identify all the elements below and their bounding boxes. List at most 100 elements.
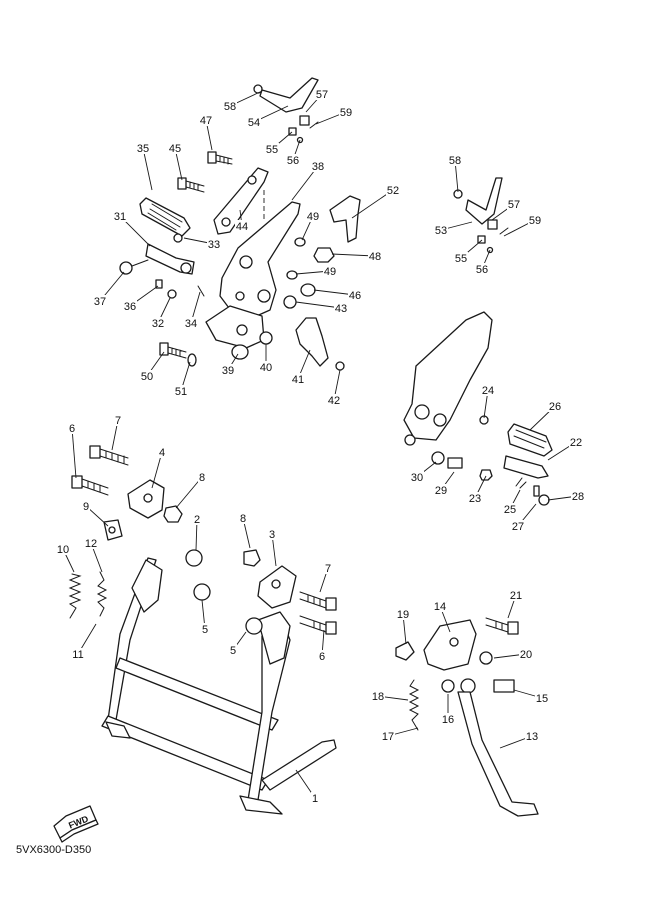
callout-bg-c55b [454, 252, 468, 264]
plate-52 [329, 195, 361, 243]
callout-bg-c16 [441, 713, 455, 725]
callout-c6b: 6 [319, 651, 325, 663]
pin-58a [253, 84, 263, 94]
main-stand-1-foot-left [105, 721, 131, 739]
callout-bg-c39 [221, 364, 235, 376]
callout-c57a: 57 [316, 89, 328, 101]
callout-c52: 52 [387, 185, 399, 197]
callout-bg-c18 [371, 690, 385, 702]
callout-c11: 11 [72, 649, 83, 661]
bracket-right-hole-c [404, 434, 416, 446]
bolt-57b [487, 219, 498, 230]
callout-bg-c51 [174, 385, 188, 397]
clip-34 [197, 285, 205, 297]
callout-bg-c59b [528, 214, 542, 226]
part-19 [395, 641, 415, 661]
bracket-main-right [403, 311, 493, 441]
bracket-right-hole-b [433, 413, 447, 427]
callout-bg-c23 [468, 492, 482, 504]
callout-c22: 22 [570, 437, 582, 449]
clip-25 [515, 477, 527, 489]
callout-bg-c33 [207, 238, 221, 250]
nut-32 [167, 289, 177, 299]
rider-footrest-assembly [119, 77, 361, 371]
callout-c55a: 55 [266, 144, 278, 156]
leader-c48 [331, 253, 376, 257]
callout-c50: 50 [141, 371, 153, 383]
spring-12 [96, 571, 108, 617]
callout-bg-c5b [229, 644, 237, 656]
nut-23 [479, 469, 493, 481]
callout-bg-c48 [368, 250, 382, 262]
callout-bg-c20 [519, 648, 533, 660]
callout-c26: 26 [549, 401, 561, 413]
callout-c29: 29 [435, 485, 447, 497]
callout-bg-c46 [348, 289, 362, 301]
callout-c54: 54 [248, 117, 260, 129]
bolt-7b-shank [299, 591, 327, 609]
callout-c42: 42 [328, 395, 340, 407]
bolt-7b [325, 597, 337, 611]
leader-c6a [71, 427, 77, 479]
callout-bg-c6b [318, 650, 326, 662]
washer-20 [479, 651, 493, 665]
bracket-38-hole-b [257, 289, 271, 303]
callout-bg-c2 [193, 513, 201, 525]
callout-c32: 32 [152, 318, 164, 330]
callout-c10: 10 [57, 544, 69, 556]
callout-bg-c59a [339, 106, 353, 118]
rubber-35-ribs [147, 203, 183, 231]
footrest-rubber-35 [139, 197, 191, 237]
callout-bg-c5a [201, 623, 209, 635]
callout-c43: 43 [335, 303, 347, 315]
callout-bg-c35 [136, 142, 150, 154]
bolt-7a [89, 445, 101, 459]
callout-bg-c11 [71, 648, 85, 660]
collar-39 [231, 344, 249, 360]
callout-bg-c26 [548, 400, 562, 412]
callout-bg-c9 [82, 500, 90, 512]
callout-bg-c1 [311, 792, 319, 804]
pedal-53 [465, 177, 503, 225]
holder-31-pivot [180, 262, 192, 274]
main-stand-1-crossbar-2 [101, 715, 269, 791]
callout-bg-c4 [158, 446, 166, 458]
callout-bg-c8b [239, 512, 247, 524]
callout-c8a: 8 [199, 472, 205, 484]
callout-c48: 48 [369, 251, 381, 263]
callout-c16: 16 [442, 714, 454, 726]
callout-c47: 47 [200, 115, 212, 127]
main-stand-1-bracket-right [257, 611, 291, 665]
side-stand-assembly [395, 617, 539, 817]
callout-bg-c49b [323, 265, 337, 277]
callout-c39: 39 [222, 365, 234, 377]
leader-c43 [295, 301, 342, 309]
bolt-29 [447, 457, 463, 469]
plate-44-hole-b [221, 217, 231, 227]
bolt-21-shank [485, 617, 509, 633]
callout-c21: 21 [510, 590, 522, 602]
callout-bg-c10 [56, 543, 70, 555]
callout-c3: 3 [269, 529, 275, 541]
main-stand-1-crossbar [115, 657, 279, 731]
cotter-59a [309, 121, 319, 129]
callout-c59a: 59 [340, 107, 352, 119]
callout-c46: 46 [349, 290, 361, 302]
collar-46 [300, 283, 316, 297]
callout-c34: 34 [185, 318, 197, 330]
callout-c56a: 56 [287, 155, 299, 167]
callout-bg-c14 [433, 600, 447, 612]
callout-bg-c58b [448, 154, 462, 166]
callout-c2: 2 [194, 514, 200, 526]
nut-8b [243, 549, 261, 567]
bolt-15 [493, 679, 515, 693]
bracket-38-hole-a [239, 255, 253, 269]
callout-c6a: 6 [69, 423, 75, 435]
callout-c19: 19 [397, 609, 409, 621]
callout-c5b: 5 [230, 645, 236, 657]
callout-bg-c7b [324, 562, 332, 574]
callout-c56b: 56 [476, 264, 488, 276]
spring-10 [68, 573, 82, 619]
callout-bg-c22 [569, 436, 583, 448]
